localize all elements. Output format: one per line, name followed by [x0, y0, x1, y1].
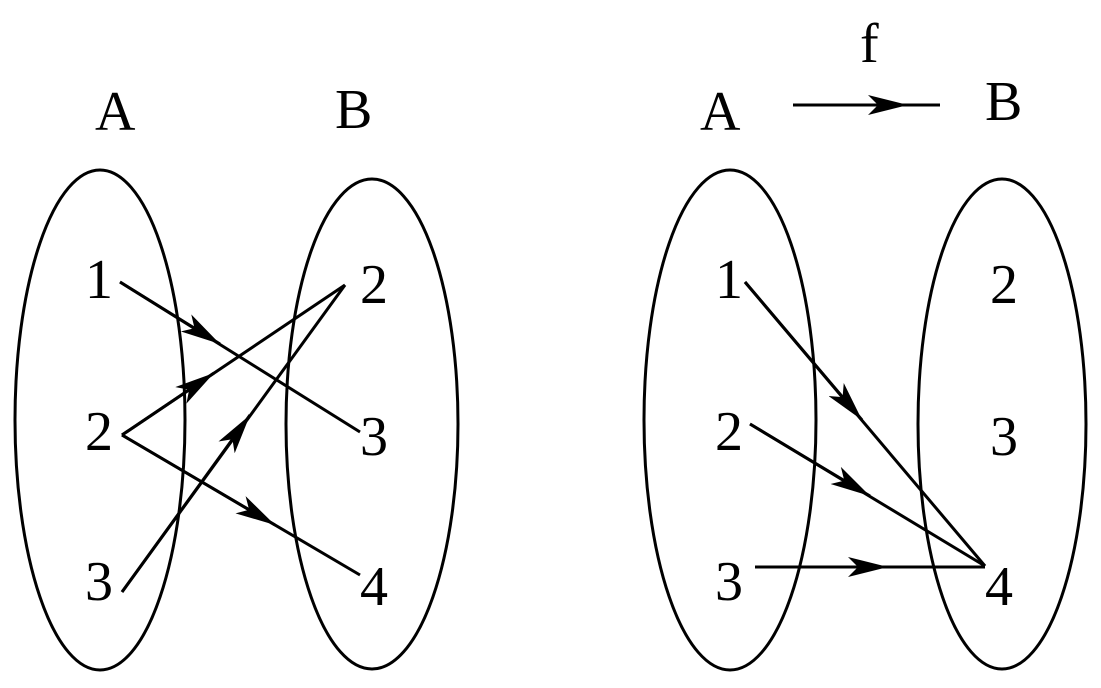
arrowhead-icon [121, 433, 276, 527]
arrowhead-icon [120, 414, 252, 593]
right-b-element-3: 3 [990, 406, 1018, 468]
left-a-element-3: 3 [85, 551, 113, 613]
left-diagram: A B 1 2 3 2 3 4 [13, 79, 460, 672]
right-a-element-3: 3 [715, 551, 743, 613]
arrowhead-icon [749, 422, 871, 498]
left-a-element-1: 1 [85, 249, 113, 311]
right-b-element-2: 2 [990, 254, 1018, 316]
function-label: f [860, 13, 879, 75]
arrowhead-icon [119, 280, 221, 346]
left-set-a-ellipse [13, 168, 187, 672]
right-set-b-ellipse [916, 177, 1088, 671]
left-b-element-2: 2 [360, 254, 388, 316]
right-a-element-1: 1 [715, 249, 743, 311]
arrowhead-icon [743, 281, 864, 421]
left-set-b-ellipse [284, 177, 460, 671]
left-set-a-label: A [95, 81, 136, 143]
right-diagram: A f B 1 2 3 2 3 4 [642, 13, 1088, 672]
right-set-a-label: A [700, 81, 741, 143]
right-a-element-2: 2 [715, 401, 743, 463]
left-b-element-4: 4 [360, 556, 388, 618]
arrowhead-icon [121, 371, 215, 437]
right-set-b-label: B [985, 71, 1022, 133]
left-a-element-2: 2 [85, 401, 113, 463]
right-b-element-4: 4 [985, 556, 1013, 618]
left-set-b-label: B [335, 79, 372, 141]
left-b-element-3: 3 [360, 406, 388, 468]
right-set-a-ellipse [642, 168, 818, 672]
